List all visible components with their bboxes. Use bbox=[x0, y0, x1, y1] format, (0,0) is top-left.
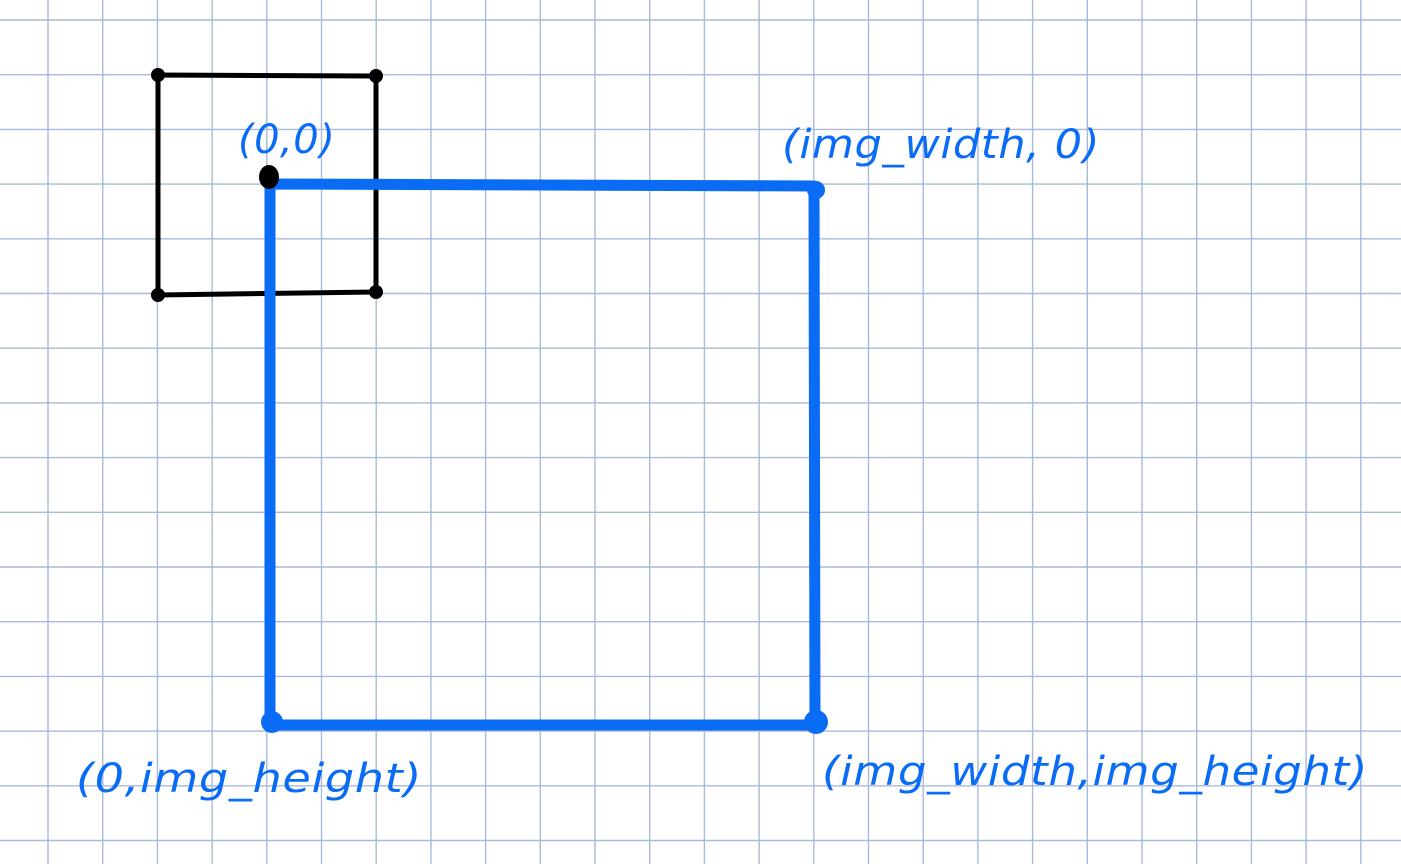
small-square-corner-top-right bbox=[369, 69, 383, 83]
label-bottom-right: (img_width,img_height) bbox=[822, 749, 1368, 795]
label-top-right: (img_width, 0) bbox=[782, 122, 1100, 168]
small-square-corner-top-left bbox=[151, 68, 165, 82]
image-corner-bottom-left bbox=[261, 711, 283, 733]
label-bottom-left: (0,img_height) bbox=[76, 756, 422, 802]
image-rectangle bbox=[261, 178, 828, 734]
small-square-corner-bottom-right bbox=[369, 285, 383, 299]
origin-dot bbox=[259, 165, 279, 189]
image-corner-bottom-right bbox=[804, 710, 828, 734]
small-square-corner-bottom-left bbox=[151, 288, 165, 302]
image-corner-top-right bbox=[807, 181, 825, 199]
label-origin: (0,0) bbox=[238, 117, 335, 163]
small-square bbox=[151, 68, 383, 302]
